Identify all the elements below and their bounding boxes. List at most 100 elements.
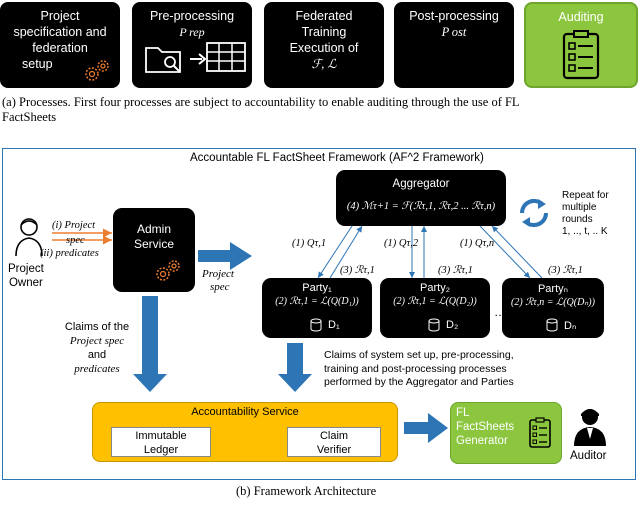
process-post-processing: Post-processing P ost xyxy=(394,2,514,88)
accountability-service-box: Accountability Service Immutable Ledger … xyxy=(92,402,398,462)
reply-label-1: (3) ℛτ,1 xyxy=(340,265,375,276)
caption-a: (a) Processes. First four processes are … xyxy=(2,95,638,125)
process-line: specification and xyxy=(13,25,107,39)
parties-to-accountability-arrow xyxy=(278,343,312,392)
repeat-line: Repeat for xyxy=(562,190,609,201)
owner-spec2-label: spec xyxy=(66,235,85,246)
process-line: ℱ, ℒ xyxy=(311,57,337,71)
accountability-to-factsheets-arrow xyxy=(404,413,448,443)
claims-right-line: Claims of system set up, pre-processing, xyxy=(324,349,514,361)
admin-to-parties-arrow xyxy=(198,242,252,270)
reply-label-2: (3) ℛτ,1 xyxy=(438,265,473,276)
process-project-spec: Project specification and federation set… xyxy=(0,2,120,88)
claims-left-label: Claims of the Project spec and predicate… xyxy=(52,320,142,376)
claim-verifier-box: Claim Verifier xyxy=(287,427,381,457)
repeat-line: rounds xyxy=(562,214,593,225)
claims-left-line: Claims of the xyxy=(64,321,130,333)
owner-predicates-label: (ii) predicates xyxy=(40,248,99,259)
party-data: D₂ xyxy=(446,319,459,331)
admin-line: Service xyxy=(133,237,174,251)
owner-spec-label: (i) Project xyxy=(52,219,95,232)
project-spec-line: spec xyxy=(210,281,230,293)
checklist-icon xyxy=(529,417,551,448)
project-owner-line: Owner xyxy=(8,277,43,289)
party-data: D₁ xyxy=(328,319,340,331)
party-box: Party₁ (2) ℛτ,1 = ℒ(Q(D₁)) D₁ xyxy=(262,278,372,338)
repeat-icon xyxy=(519,198,549,228)
gear-icon xyxy=(156,260,180,281)
ledger-line: Ledger xyxy=(143,444,179,456)
query-label-n: (1) Qτ,n xyxy=(460,238,495,249)
verifier-line: Verifier xyxy=(316,444,352,456)
caption-a-line: (a) Processes. First four processes are … xyxy=(2,95,520,109)
party-formula: (2) ℛτ,n = ℒ(Q(Dₙ)) xyxy=(511,297,595,308)
process-line: P ost xyxy=(441,25,467,39)
admin-line: Admin xyxy=(136,222,171,236)
party-data: Dₙ xyxy=(564,320,577,332)
factsheets-generator-box: FL FactSheets Generator xyxy=(450,402,562,464)
party-box: Partyₙ (2) ℛτ,n = ℒ(Q(Dₙ)) Dₙ xyxy=(502,278,604,338)
database-icon xyxy=(428,318,440,332)
factsheets-line: FL xyxy=(456,407,470,419)
repeat-line: 1, .., t, .. K xyxy=(562,226,608,237)
aggregator-box: Aggregator (4) ℳτ+1 = ℱ(ℛτ,1, ℛτ,2 ... ℛ… xyxy=(336,170,506,226)
process-line: setup xyxy=(22,57,53,71)
claims-left-line: and xyxy=(87,349,107,361)
process-line: Post-processing xyxy=(409,9,499,23)
factsheets-line: Generator xyxy=(456,435,508,447)
party-title: Party₂ xyxy=(420,282,450,294)
ledger-line: Immutable xyxy=(135,430,187,442)
process-line: federation xyxy=(32,41,88,55)
arrow-icon xyxy=(190,53,206,65)
owner-spec-text: (i) Project xyxy=(52,220,96,231)
person-icon xyxy=(15,218,43,257)
claims-right-line: training and post-processing processes xyxy=(324,362,507,375)
caption-a-line: FactSheets xyxy=(2,110,57,124)
verifier-line: Claim xyxy=(319,430,349,442)
framework-frame xyxy=(2,148,636,480)
framework-title: Accountable FL FactSheet Framework (AF^2… xyxy=(190,152,484,164)
immutable-ledger-box: Immutable Ledger xyxy=(111,427,211,457)
party-formula: (2) ℛτ,1 = ℒ(Q(D₁)) xyxy=(275,296,359,307)
project-spec-line: Project xyxy=(202,268,234,280)
process-pre-processing: Pre-processing P rep xyxy=(132,2,252,88)
aggregator-title: Aggregator xyxy=(392,178,450,190)
claims-left-line: predicates xyxy=(74,363,120,375)
repeat-line: multiple xyxy=(562,202,597,213)
claims-left-line: Project spec xyxy=(69,335,125,347)
query-label-1: (1) Qτ,1 xyxy=(292,238,327,249)
party-title: Partyₙ xyxy=(537,283,569,295)
query-label-2: (1) Qτ,2 xyxy=(384,238,419,249)
folder-search-icon xyxy=(145,47,181,73)
process-line: Project xyxy=(40,9,80,23)
project-owner-line: Project xyxy=(8,263,44,275)
process-line: Training xyxy=(301,25,347,39)
process-federated-training: Federated Training Execution of ℱ, ℒ xyxy=(264,2,384,88)
process-line: P rep xyxy=(179,25,205,39)
factsheets-line: FactSheets xyxy=(456,421,515,433)
repeat-label: Repeat for multiple rounds 1, .., t, .. … xyxy=(562,190,609,238)
process-line: Auditing xyxy=(558,10,604,24)
claims-right-label: Claims of system set up, pre-processing,… xyxy=(324,349,514,390)
checklist-icon xyxy=(562,30,600,80)
table-icon xyxy=(206,42,246,72)
admin-service-box: Admin Service xyxy=(113,208,195,292)
process-line: Federated xyxy=(295,9,353,23)
party-box: Party₂ (2) ℛτ,1 = ℒ(Q(D₂)) D₂ xyxy=(380,278,490,338)
gear-icon xyxy=(85,60,109,81)
reply-label-n: (3) ℛτ,1 xyxy=(548,265,583,276)
process-auditing: Auditing xyxy=(524,2,638,88)
process-line: Pre-processing xyxy=(149,9,235,23)
database-icon xyxy=(546,318,558,332)
project-spec-label: Project spec xyxy=(202,268,234,294)
database-icon xyxy=(310,318,322,332)
admin-to-accountability-arrow xyxy=(133,296,167,392)
auditor-icon xyxy=(574,409,606,446)
party-formula: (2) ℛτ,1 = ℒ(Q(D₂)) xyxy=(393,296,477,307)
auditor-label: Auditor xyxy=(570,450,607,462)
caption-b: (b) Framework Architecture xyxy=(236,484,377,498)
project-owner-label: Project Owner xyxy=(8,262,44,290)
aggregator-formula: (4) ℳτ+1 = ℱ(ℛτ,1, ℛτ,2 ... ℛτ,n) xyxy=(346,201,496,212)
accountability-title: Accountability Service xyxy=(191,406,299,418)
